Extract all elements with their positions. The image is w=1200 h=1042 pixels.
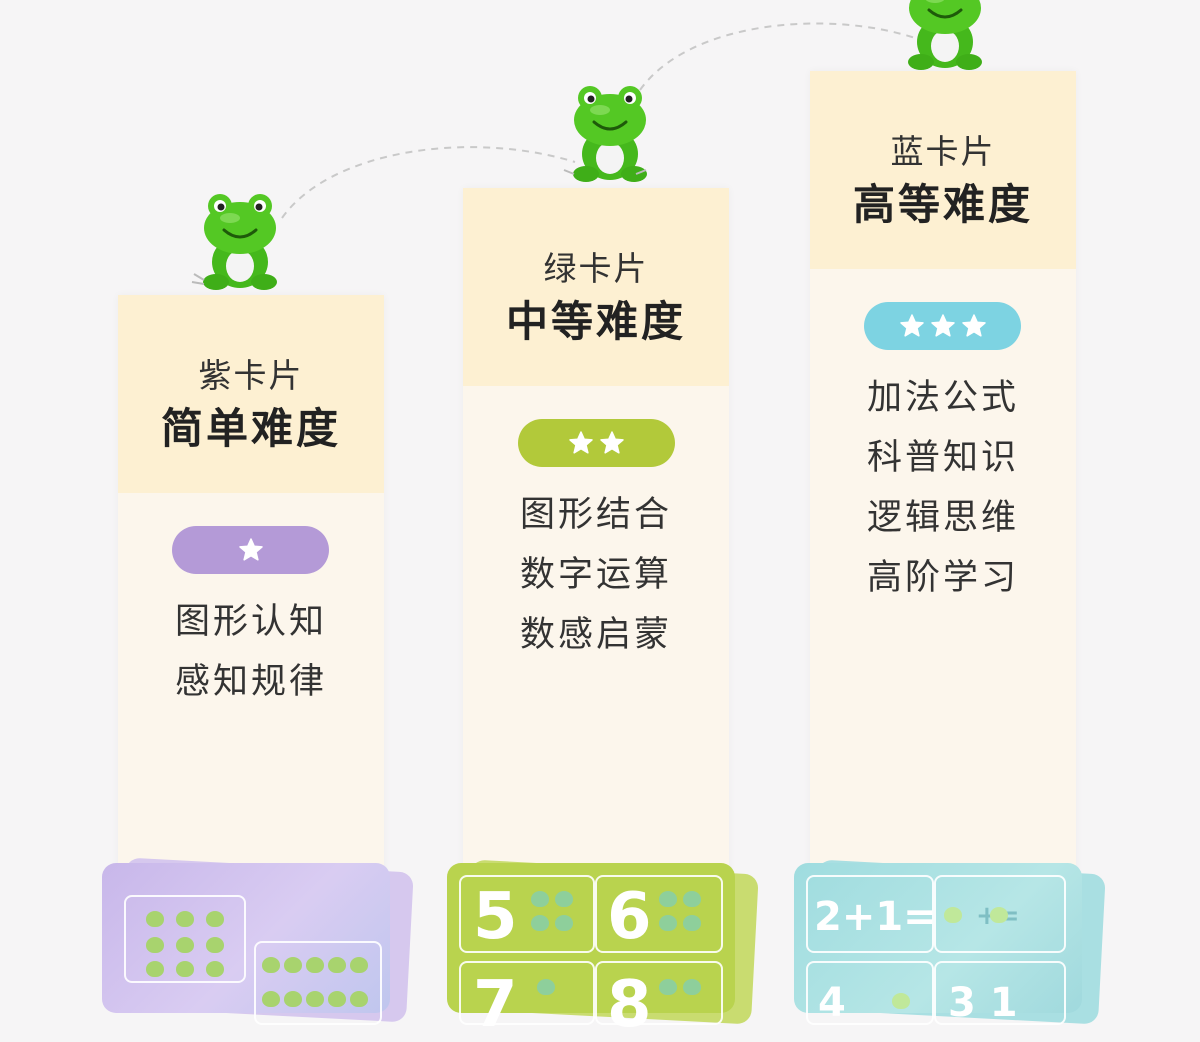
frog-sticker-icon	[555, 891, 573, 907]
frog-sticker-icon	[350, 991, 368, 1007]
card-color-label: 蓝卡片	[890, 132, 996, 171]
card-equation: 4	[818, 980, 846, 1026]
frog-sticker-icon	[206, 937, 224, 953]
feature-list: 图形结合 数字运算 数感启蒙	[463, 485, 729, 665]
card-color-label: 紫卡片	[198, 356, 304, 395]
frog-sticker-icon	[683, 915, 701, 931]
frog-sticker-icon	[176, 911, 194, 927]
star-icon	[961, 314, 986, 337]
feature-list: 加法公式 科普知识 逻辑思维 高阶学习	[810, 368, 1076, 608]
feature-item: 逻辑思维	[866, 498, 1019, 538]
frog-sticker-icon	[537, 979, 555, 995]
card-equation: 3 1	[948, 980, 1018, 1026]
frog-sticker-icon	[531, 915, 549, 931]
frog-sticker-icon	[146, 911, 164, 927]
difficulty-label: 中等难度	[505, 297, 686, 346]
frog-sticker-icon	[176, 937, 194, 953]
star-icon	[930, 314, 955, 337]
green-card-stack: 5 6 7 8	[445, 855, 765, 1037]
card-color-label: 绿卡片	[543, 249, 649, 288]
difficulty-column-green: 绿卡片 中等难度 图形结合 数字运算 数感启蒙	[463, 188, 729, 915]
frog-sticker-icon	[659, 979, 677, 995]
feature-list: 图形认知 感知规律	[118, 592, 384, 712]
star-icon	[600, 431, 624, 454]
frog-sticker-icon	[328, 991, 346, 1007]
star-icon	[899, 314, 924, 337]
column-header: 紫卡片 简单难度	[118, 295, 384, 493]
frog-mascot-icon	[191, 194, 277, 290]
column-header: 绿卡片 中等难度	[463, 188, 729, 386]
frog-sticker-icon	[306, 991, 324, 1007]
card-number: 6	[607, 880, 652, 954]
dashed-jump-path	[281, 22, 916, 219]
frog-sticker-icon	[350, 957, 368, 973]
star-rating-pill	[864, 302, 1021, 350]
difficulty-label: 高等难度	[852, 180, 1033, 229]
star-rating-pill	[518, 419, 675, 467]
star-icon	[569, 431, 593, 454]
frog-sticker-icon	[262, 991, 280, 1007]
column-header: 蓝卡片 高等难度	[810, 71, 1076, 269]
difficulty-label: 简单难度	[160, 404, 341, 453]
frog-sticker-icon	[892, 993, 910, 1009]
feature-item: 图形认知	[174, 602, 327, 642]
frog-sticker-icon	[659, 915, 677, 931]
card-number: 7	[473, 968, 518, 1042]
frog-sticker-icon	[146, 961, 164, 977]
frog-sticker-icon	[284, 991, 302, 1007]
card-number: 5	[473, 880, 518, 954]
frog-sticker-icon	[328, 957, 346, 973]
frog-sticker-icon	[683, 979, 701, 995]
frog-mascot-icon	[563, 86, 647, 182]
frog-sticker-icon	[990, 907, 1008, 923]
frog-sticker-icon	[206, 911, 224, 927]
card-number: 8	[607, 968, 652, 1042]
feature-item: 高阶学习	[866, 558, 1019, 598]
frog-sticker-icon	[206, 961, 224, 977]
frog-sticker-icon	[306, 957, 324, 973]
feature-item: 加法公式	[866, 378, 1019, 418]
difficulty-column-blue: 蓝卡片 高等难度 加法公式 科普知识 逻辑思维 高阶学习	[810, 71, 1076, 915]
frog-sticker-icon	[146, 937, 164, 953]
feature-item: 感知规律	[174, 662, 327, 702]
frog-sticker-icon	[555, 915, 573, 931]
frog-sticker-icon	[284, 957, 302, 973]
purple-card-stack	[100, 855, 420, 1025]
card-equation: 2+1=	[814, 894, 937, 940]
difficulty-column-purple: 紫卡片 简单难度 图形认知 感知规律	[118, 295, 384, 915]
star-rating-pill	[172, 526, 329, 574]
frog-sticker-icon	[659, 891, 677, 907]
feature-item: 科普知识	[866, 438, 1019, 478]
star-icon	[238, 538, 263, 561]
feature-item: 数字运算	[519, 555, 672, 595]
feature-item: 数感启蒙	[519, 615, 672, 655]
frog-sticker-icon	[262, 957, 280, 973]
frog-sticker-icon	[683, 891, 701, 907]
frog-sticker-icon	[176, 961, 194, 977]
frog-sticker-icon	[531, 891, 549, 907]
frog-mascot-icon	[908, 0, 982, 70]
frog-sticker-icon	[944, 907, 962, 923]
feature-item: 图形结合	[519, 495, 672, 535]
blue-card-stack: 2+1= += 4 3 1	[792, 855, 1112, 1025]
